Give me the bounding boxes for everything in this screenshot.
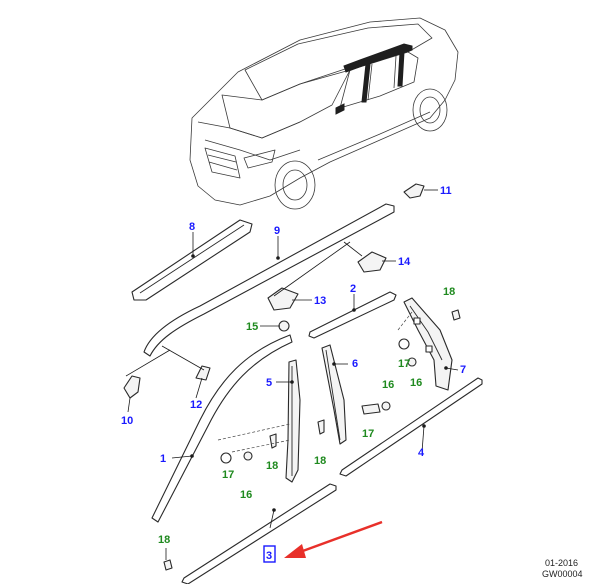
- callout-6: 6: [352, 358, 358, 370]
- leader-lines: [125, 189, 459, 560]
- highlight-box: [263, 545, 276, 563]
- callout-16: 16: [240, 489, 252, 501]
- callout-11: 11: [440, 185, 452, 197]
- part-3-sill-strip: [181, 483, 337, 584]
- part-8-roof-front-strip: [131, 219, 253, 301]
- callout-17: 17: [398, 358, 410, 370]
- part-4-rear-lower-strip: [339, 377, 483, 477]
- callout-5: 5: [266, 377, 272, 389]
- callout-18: 18: [443, 286, 455, 298]
- callout-15: 15: [246, 321, 258, 333]
- callout-3: 3: [266, 550, 272, 562]
- callout-12: 12: [190, 399, 202, 411]
- callout-16: 16: [410, 377, 422, 389]
- callout-18: 18: [158, 534, 170, 546]
- callout-9: 9: [274, 225, 280, 237]
- part-10-clip: [123, 375, 141, 399]
- part-5-b-pillar-trim: [285, 359, 301, 483]
- part-1-front-door-moulding: [151, 334, 293, 523]
- callout-14: 14: [398, 256, 411, 268]
- highlight-arrow: [284, 520, 383, 558]
- part-14-bracket: [357, 251, 387, 273]
- part-17-grommet: [220, 452, 232, 464]
- part-12-clip: [195, 365, 211, 381]
- part-6-c-pillar-trim: [321, 344, 347, 445]
- part-16-nut: [243, 451, 253, 461]
- callout-13: 13: [314, 295, 326, 307]
- callout-17: 17: [222, 469, 234, 481]
- callout-17: 17: [362, 428, 374, 440]
- date-code: 01-2016: [545, 558, 579, 568]
- callout-7: 7: [460, 364, 466, 376]
- callout-4: 4: [418, 447, 425, 459]
- callout-8: 8: [189, 221, 195, 233]
- part-17-grommet: [398, 338, 410, 350]
- part-13-bracket: [267, 287, 299, 311]
- part-11-clip: [403, 183, 425, 199]
- callout-18: 18: [266, 460, 278, 472]
- vehicle-overview: [189, 17, 459, 210]
- part-16-nut: [381, 401, 391, 411]
- callout-18: 18: [314, 455, 326, 467]
- part-16-nut: [407, 357, 417, 367]
- part-18-screw: [451, 309, 461, 321]
- part-18-screw: [317, 419, 325, 435]
- illustration-id: GW00004: [542, 569, 583, 579]
- callout-1: 1: [160, 453, 166, 465]
- callout-2: 2: [350, 283, 356, 295]
- part-2-upper-strip: [308, 291, 397, 339]
- callout-16: 16: [382, 379, 394, 391]
- part-18-screw: [163, 559, 173, 571]
- callout-10: 10: [121, 415, 133, 427]
- part-9-roof-moulding: [143, 203, 395, 357]
- part-17-fastener: [361, 403, 381, 415]
- part-18-screw: [269, 433, 277, 449]
- part-15-fastener: [278, 320, 290, 332]
